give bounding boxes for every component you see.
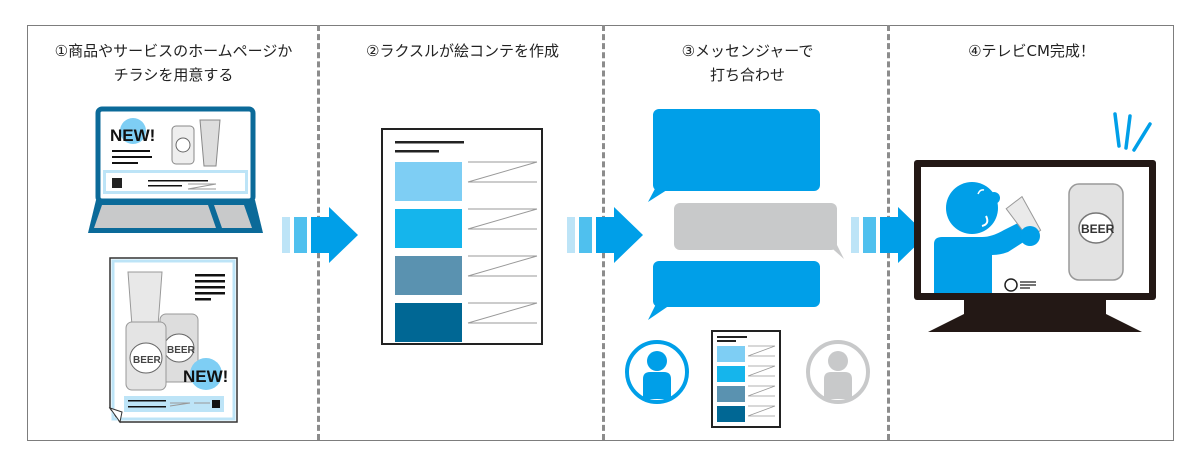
arrow-right-icon: [851, 207, 927, 263]
step-2-number: ②: [365, 42, 380, 60]
new-badge-circle: [120, 118, 146, 144]
excitement-lines: [1113, 112, 1152, 152]
tv-commercial-illustration: BEER: [914, 112, 1156, 332]
diagram-frame: [27, 25, 1174, 441]
step-3-title: ③メッセンジャーで 打ち合わせ: [605, 39, 890, 87]
user-avatar-icon: [806, 340, 870, 404]
storyboard-frame-4: [395, 303, 462, 342]
step-2-title: ②ラクスルが絵コンテを作成: [320, 39, 605, 63]
step-4-text: テレビCM完成！: [981, 42, 1095, 60]
step-3-number: ③: [681, 42, 696, 60]
step-1-text: 商品やサービスのホームページか チラシを用意する: [68, 42, 293, 84]
step-4-number: ④: [968, 42, 982, 60]
beer-label: BEER: [167, 345, 196, 356]
storyboard-frame-2: [395, 209, 462, 248]
step-2-text: ラクスルが絵コンテを作成: [379, 42, 559, 60]
mini-storyboard-icon: [711, 330, 781, 428]
flyer-illustration: BEER BEER NEW!: [108, 257, 238, 424]
beer-label: BEER: [133, 355, 162, 366]
storyboard-frame-1: [395, 162, 462, 201]
chat-bubble-received: [674, 203, 844, 259]
step-3-text: メッセンジャーで 打ち合わせ: [695, 42, 814, 84]
arrow-right-icon: [567, 207, 643, 263]
arrow-right-icon: [282, 207, 358, 263]
laptop-illustration: NEW!: [88, 106, 263, 233]
beer-label: BEER: [1081, 222, 1115, 236]
new-badge-text: NEW!: [183, 367, 228, 386]
step-4-title: ④テレビCM完成！: [890, 39, 1173, 63]
user-avatar-icon: [625, 340, 689, 404]
chat-bubble-sent: [648, 109, 820, 202]
new-badge-text: NEW!: [110, 126, 155, 145]
step-1-number: ①: [54, 42, 69, 60]
storyboard-frame-3: [395, 256, 462, 295]
storyboard-illustration: [381, 128, 543, 345]
chat-bubble-sent: [648, 261, 820, 320]
step-1-title: ①商品やサービスのホームページか チラシを用意する: [30, 39, 317, 87]
